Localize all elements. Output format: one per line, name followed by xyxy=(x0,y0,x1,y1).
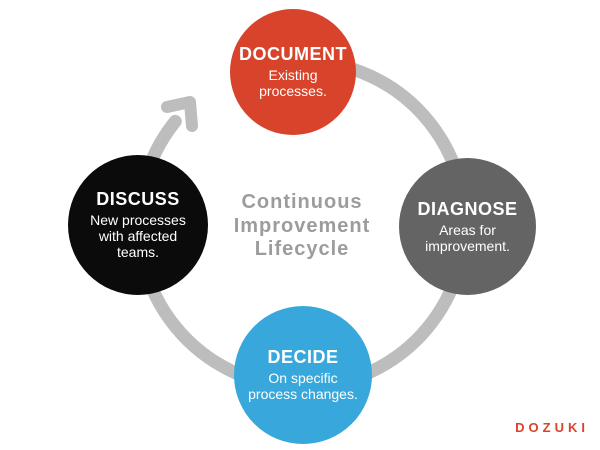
step-decide-title: DECIDE xyxy=(267,347,339,368)
step-document-description: Existing processes. xyxy=(259,67,327,99)
step-decide: DECIDE On specific process changes. xyxy=(234,306,372,444)
step-discuss-title: DISCUSS xyxy=(96,189,180,210)
step-document: DOCUMENT Existing processes. xyxy=(230,9,356,135)
step-diagnose: DIAGNOSE Areas for improvement. xyxy=(399,158,536,295)
brand-logo: DOZUKI xyxy=(515,420,589,435)
step-document-title: DOCUMENT xyxy=(239,44,347,65)
step-diagnose-title: DIAGNOSE xyxy=(417,198,518,219)
cycle-arrowhead-icon xyxy=(161,96,198,132)
step-discuss: DISCUSS New processes with affected team… xyxy=(68,155,208,295)
step-discuss-description: New processes with affected teams. xyxy=(90,212,186,260)
step-decide-description: On specific process changes. xyxy=(248,370,358,402)
step-diagnose-description: Areas for improvement. xyxy=(425,221,510,254)
diagram-title: Continuous Improvement Lifecycle xyxy=(233,191,371,260)
